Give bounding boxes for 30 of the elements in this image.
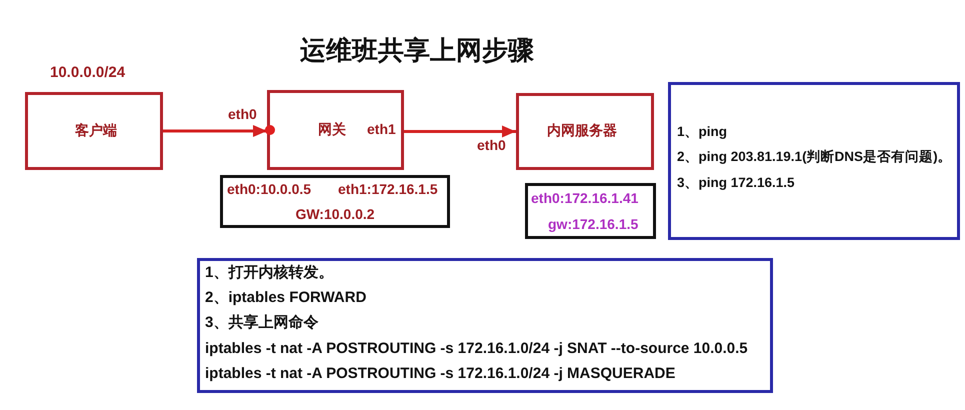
note-line: 3、共享上网命令	[205, 314, 318, 332]
note-line: 1、打开内核转发。	[205, 264, 334, 282]
ip-address-text: GW:10.0.0.2	[295, 206, 375, 223]
client-box	[25, 92, 163, 170]
diagram-title: 运维班共享上网步骤	[300, 34, 534, 66]
note-box	[197, 258, 773, 393]
note-box	[668, 82, 960, 240]
node-label: 内网服务器	[547, 122, 617, 139]
interface-label: eth0	[228, 106, 257, 123]
ip-address-text: gw:172.16.1.5	[548, 216, 638, 233]
arrow	[404, 126, 516, 138]
address-box	[525, 183, 656, 239]
interface-label: eth1	[367, 121, 396, 138]
address-box	[220, 175, 450, 228]
node-label: 网关	[318, 121, 346, 138]
subnet-label: 10.0.0.0/24	[50, 64, 126, 82]
note-line: 2、iptables FORWARD	[205, 289, 366, 307]
ip-address-text: eth0:10.0.0.5	[227, 181, 312, 198]
note-line: 3、ping 172.16.1.5	[677, 175, 795, 192]
interface-label: eth0	[477, 137, 506, 154]
gateway-box	[267, 90, 404, 170]
command-line: iptables -t nat -A POSTROUTING -s 172.16.1.0/24 -j MASQUERADE	[205, 365, 676, 383]
note-line: 1、ping	[677, 124, 727, 140]
node-label: 客户端	[75, 122, 117, 139]
note-line: 2、ping 203.81.19.1(判断DNS是否有问题)。	[677, 149, 952, 166]
command-line: iptables -t nat -A POSTROUTING -s 172.16.1.0/24 -j SNAT --to-source 10.0.0.5	[205, 340, 748, 358]
arrow	[163, 125, 267, 137]
ip-address-text: eth0:172.16.1.41	[531, 190, 638, 207]
ip-address-text: eth1:172.16.1.5	[338, 181, 438, 198]
server-box	[516, 93, 654, 170]
